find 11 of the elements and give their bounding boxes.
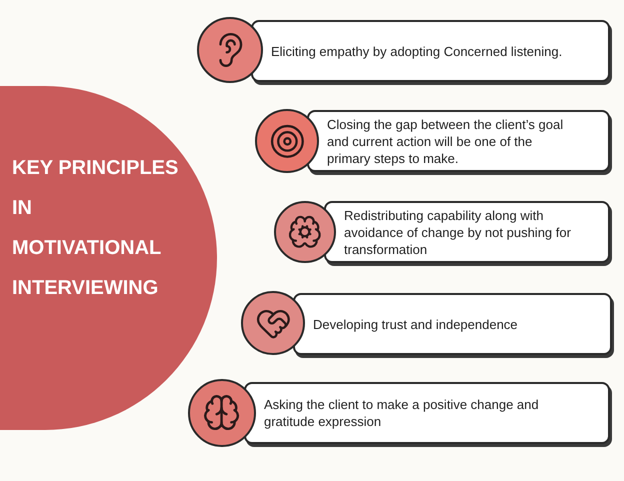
principle-card [251,20,610,82]
principle-card [293,293,612,355]
principle-text: Eliciting empathy by adopting Concerned listening. [271,42,564,60]
principle-card [324,201,610,263]
principle-text: Developing trust and independence [313,316,519,332]
principle-text: Asking the client to make a positive change and gratitude expression [264,396,540,430]
principle-card [244,382,610,444]
principle-text: Closing the gap between the client’s goal and current action will be one of the primary steps to make. [327,116,564,166]
title-text: KEY PRINCIPLES IN MOTIVATIONAL INTERVIEWING [12,156,180,301]
principle-card [307,110,610,172]
principle-text: Redistributing capability along with avoidance of change by not pushing for transformation [344,206,572,258]
